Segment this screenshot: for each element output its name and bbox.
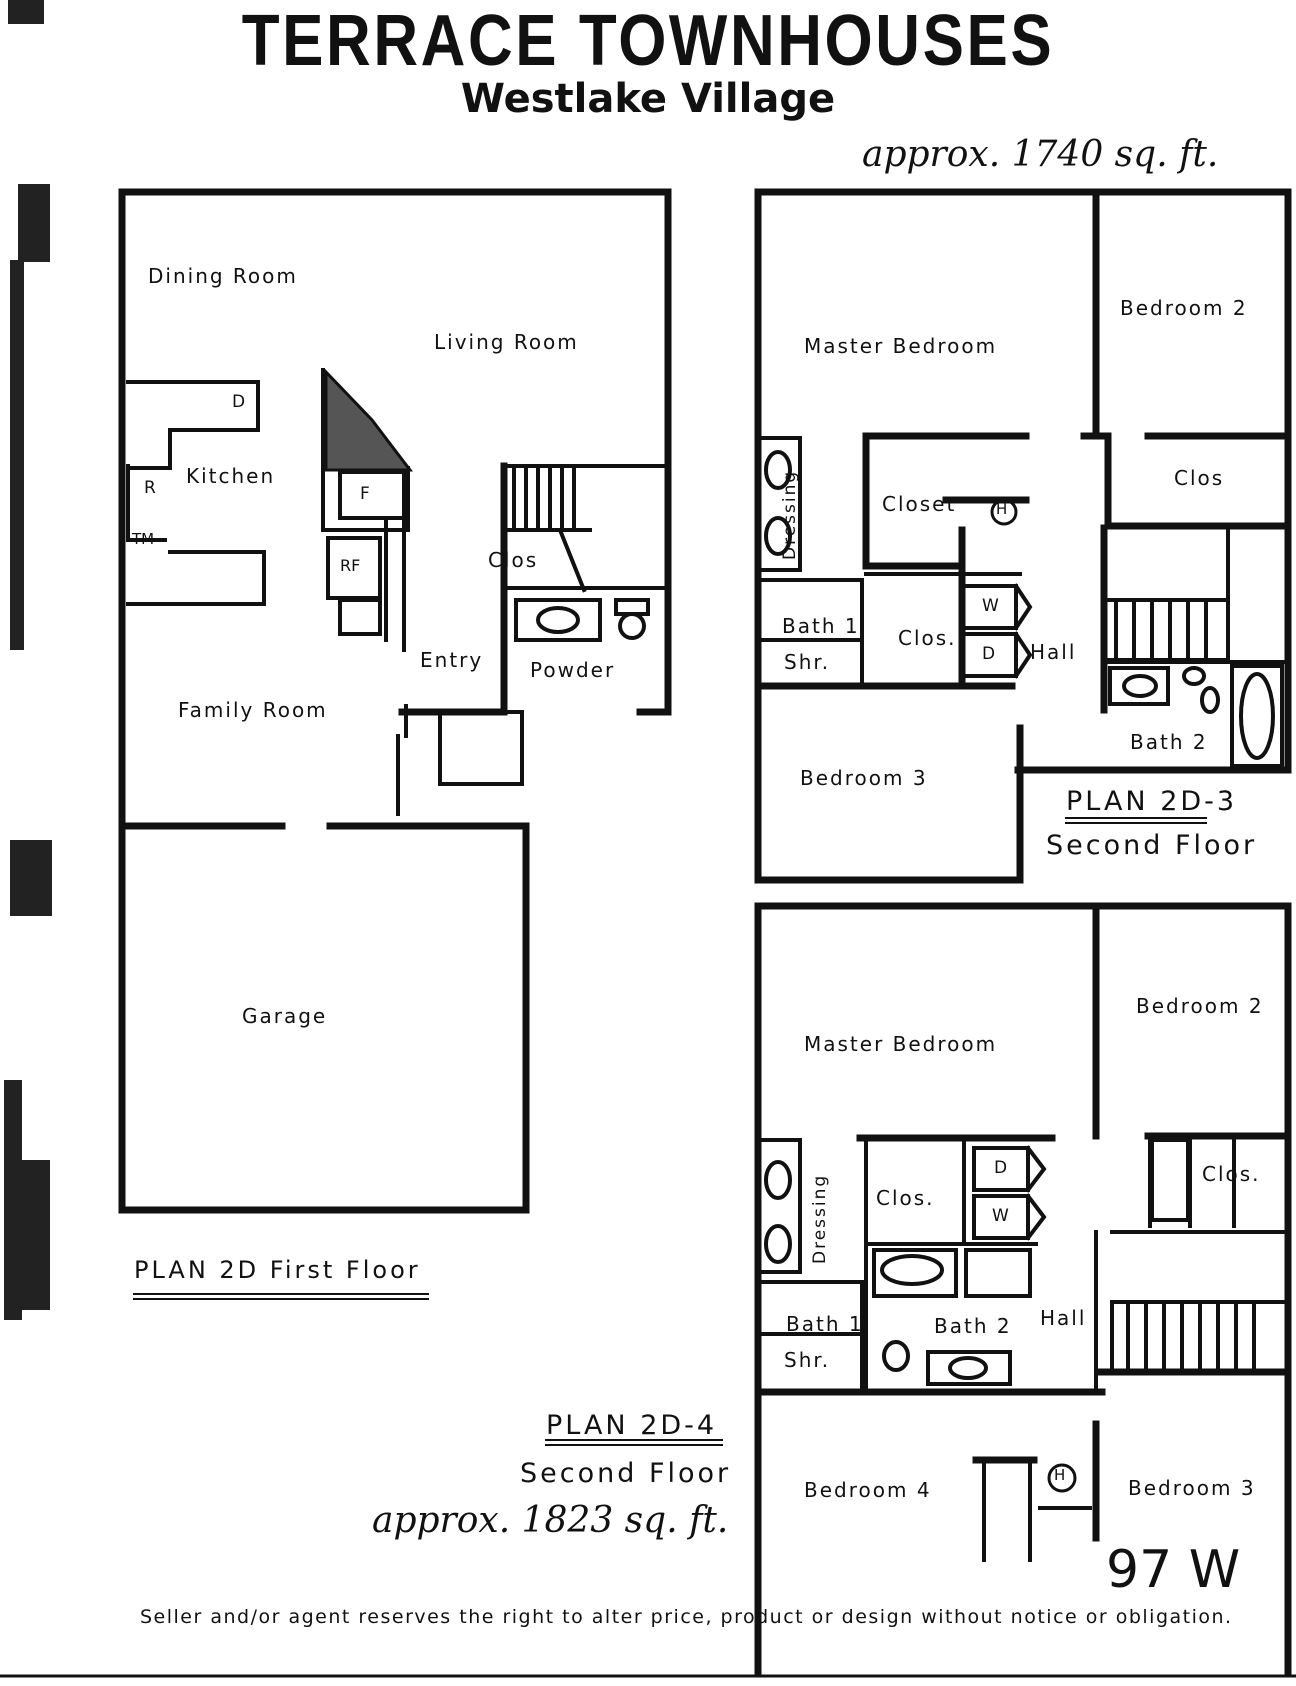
appliance-rf: RF: [340, 556, 361, 575]
plan-2d-label: PLAN 2D First Floor: [134, 1256, 421, 1284]
room-powder: Powder: [530, 658, 616, 682]
appliance-dryer-2d3: D: [982, 644, 998, 664]
stamp-number: 97 W: [1106, 1540, 1241, 1600]
room-clos1-2d3: Clos: [1174, 466, 1225, 490]
appliance-trash: TM: [132, 530, 155, 548]
area-note-2d4: approx. 1823 sq. ft.: [372, 1500, 729, 1541]
room-kitchen: Kitchen: [186, 464, 276, 488]
room-bedroom3-2d4: Bedroom 3: [1128, 1476, 1256, 1500]
room-bath2-2d3: Bath 2: [1130, 730, 1208, 754]
room-bedroom2-2d3: Bedroom 2: [1120, 296, 1248, 320]
room-bath2-2d4: Bath 2: [934, 1314, 1012, 1338]
room-bedroom3-2d3: Bedroom 3: [800, 766, 928, 790]
scan-mark: [10, 260, 24, 650]
page-subtitle: Westlake Village: [460, 76, 836, 122]
room-living: Living Room: [434, 330, 579, 354]
room-bath1-2d3: Bath 1: [782, 614, 860, 638]
appliance-refrigerator: R: [144, 478, 158, 498]
plan-2d4-floor: Second Floor: [520, 1458, 732, 1489]
appliance-dryer-2d4: D: [994, 1158, 1010, 1178]
room-closet-2d3: Closet: [882, 492, 957, 516]
room-shower-2d3: Shr.: [784, 650, 831, 674]
room-clos: Clos: [488, 548, 539, 572]
plan-2d3-floor: Second Floor: [1046, 830, 1258, 861]
plan-2d3-label: PLAN 2D-3: [1066, 786, 1238, 817]
plan-2d4-label: PLAN 2D-4: [546, 1410, 718, 1441]
room-bedroom4-2d4: Bedroom 4: [804, 1478, 932, 1502]
room-shower-2d4: Shr.: [784, 1348, 831, 1372]
room-master-2d4: Master Bedroom: [804, 1032, 998, 1056]
room-clos2-2d3: Clos.: [898, 626, 957, 650]
appliance-heater-2d4: H: [1054, 1466, 1066, 1484]
appliance-washer-2d4: W: [992, 1206, 1011, 1226]
area-note-2d3: approx. 1740 sq. ft.: [862, 134, 1219, 175]
appliance-heater-2d3: H: [996, 500, 1008, 518]
room-bath1-2d4: Bath 1: [786, 1312, 864, 1336]
footer-disclaimer: Seller and/or agent reserves the right t…: [140, 1606, 1233, 1628]
room-dining: Dining Room: [148, 264, 298, 288]
room-bedroom2-2d4: Bedroom 2: [1136, 994, 1264, 1018]
room-dressing-2d4: Dressing: [810, 1173, 830, 1264]
scan-mark: [18, 1160, 50, 1310]
appliance-dishwasher: D: [232, 392, 248, 412]
room-dressing-2d3: Dressing: [780, 469, 800, 560]
room-hall-2d3: Hall: [1030, 640, 1077, 664]
page-title: TERRACE TOWNHOUSES: [241, 1, 1055, 81]
appliance-fireplace: F: [360, 484, 372, 504]
room-clos1-2d4: Clos.: [876, 1186, 935, 1210]
appliance-washer-2d3: W: [982, 596, 1001, 616]
room-garage: Garage: [242, 1004, 328, 1028]
scan-mark: [10, 840, 52, 916]
scan-mark: [8, 0, 44, 24]
scan-mark: [4, 1080, 22, 1320]
room-entry: Entry: [420, 648, 484, 672]
scan-mark: [18, 184, 50, 262]
room-clos2-2d4: Clos.: [1202, 1162, 1261, 1186]
room-master-2d3: Master Bedroom: [804, 334, 998, 358]
room-hall-2d4: Hall: [1040, 1306, 1087, 1330]
room-family: Family Room: [178, 698, 328, 722]
